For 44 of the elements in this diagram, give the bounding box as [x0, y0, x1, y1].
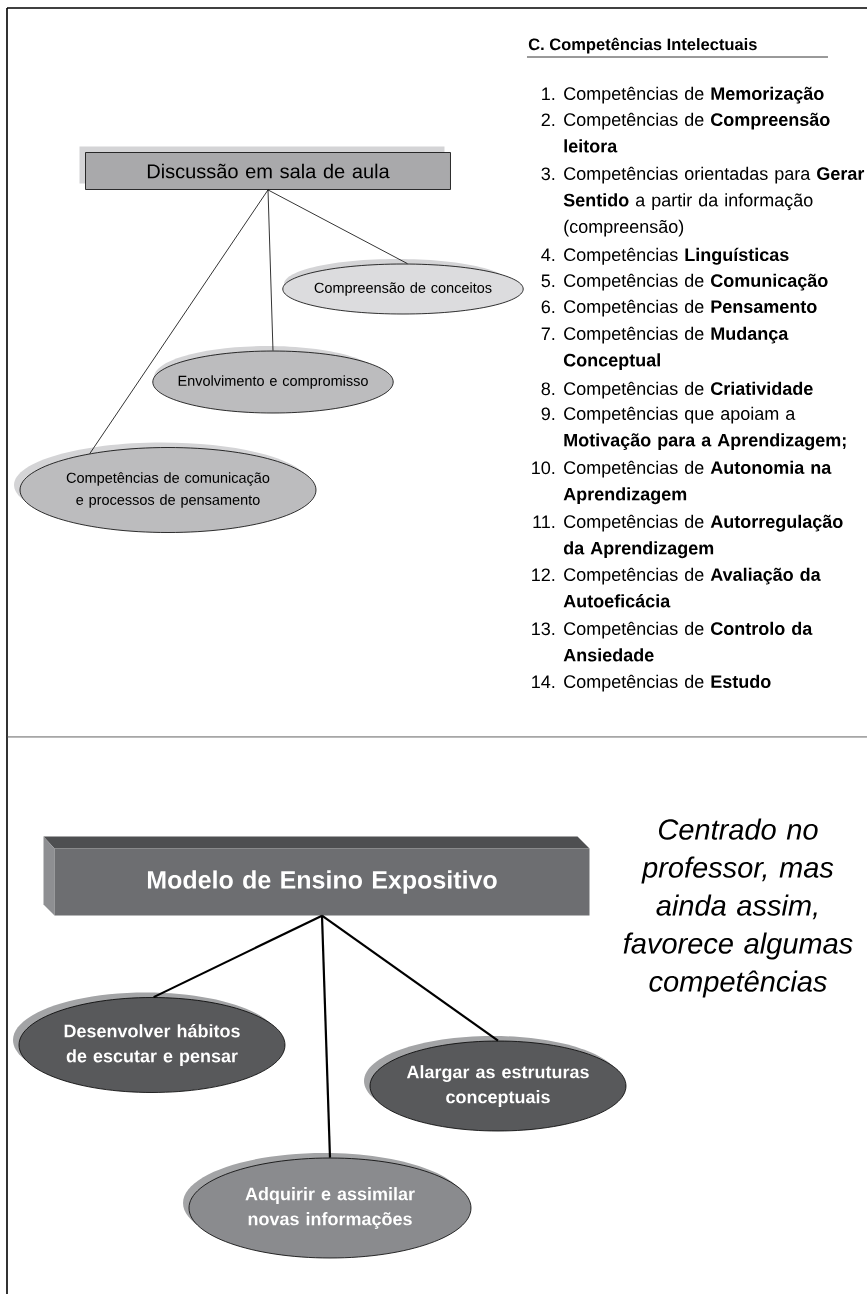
ellipse-node: Compreensão de conceitos: [282, 259, 524, 315]
list-heading: C. Competências Intelectuais: [526, 37, 829, 58]
title-box: Modelo de Ensino Expositivo: [43, 836, 590, 916]
list-item: Competências de Mudança Conceptual: [563, 326, 789, 371]
connector-line: [89, 189, 269, 454]
list-item: Competências que apoiam a Motivação para a Aprendizagem;: [564, 406, 846, 451]
list-item: Competências de Autorregulação da Aprendizagem: [563, 514, 843, 559]
list-number: 11.: [533, 515, 555, 528]
list-item: Competências de Criatividade: [564, 381, 813, 399]
list-number: 4.: [541, 248, 555, 261]
list-number: 10.: [532, 461, 555, 475]
ellipse-node: Alargar as estruturas conceptuais: [364, 1036, 627, 1132]
connector-line: [267, 189, 274, 351]
list-item: Competências de Estudo: [564, 674, 771, 692]
list-number: 3.: [541, 167, 555, 181]
connector-line: [321, 914, 499, 1042]
list-item: Competências Linguísticas: [564, 247, 789, 265]
list-number: 2.: [541, 113, 555, 126]
list-number: 7.: [541, 327, 555, 340]
list-item: Competências de Memorização: [564, 86, 824, 104]
connector-line: [267, 189, 408, 265]
ellipse-node: Envolvimento e compromisso: [152, 346, 394, 414]
list-number: 8.: [541, 382, 555, 396]
list-item: Competências orientadas para Gerar Sentido a partir da informação (compreensão): [563, 166, 865, 237]
list-item: Competências de Autonomia na Aprendizagem: [563, 460, 832, 505]
title-box: Discussão em sala de aula: [79, 146, 451, 190]
list-number: 5.: [541, 274, 555, 288]
list-item: Competências de Controlo da Ansiedade: [563, 621, 813, 662]
ellipse-node: Desenvolver hábitos de escutar e pensar: [13, 992, 286, 1093]
list-number: 1.: [542, 87, 555, 100]
list-item: Competências de Pensamento: [564, 299, 817, 317]
list-number: 12.: [532, 568, 555, 581]
list-number: 13.: [532, 622, 555, 636]
list-number: 6.: [541, 300, 555, 314]
ellipse-node: Competências de comunicação e processos de pensamento: [14, 442, 317, 533]
connector-line: [320, 915, 332, 1158]
list-item: Competências de Compreensão leitora: [564, 112, 830, 153]
list-item: Competências de Comunicação: [564, 273, 828, 291]
list-number: 14.: [532, 675, 555, 688]
ellipse-node: Adquirir e assimilar novas informações: [183, 1153, 472, 1259]
list-number: 9.: [541, 407, 555, 421]
note-text: Centrado no professor, mas ainda assim, favorece algumas competências: [623, 818, 853, 998]
connector-line: [153, 914, 323, 999]
list-item: Competências de Avaliação da Autoeficácia: [563, 567, 821, 608]
